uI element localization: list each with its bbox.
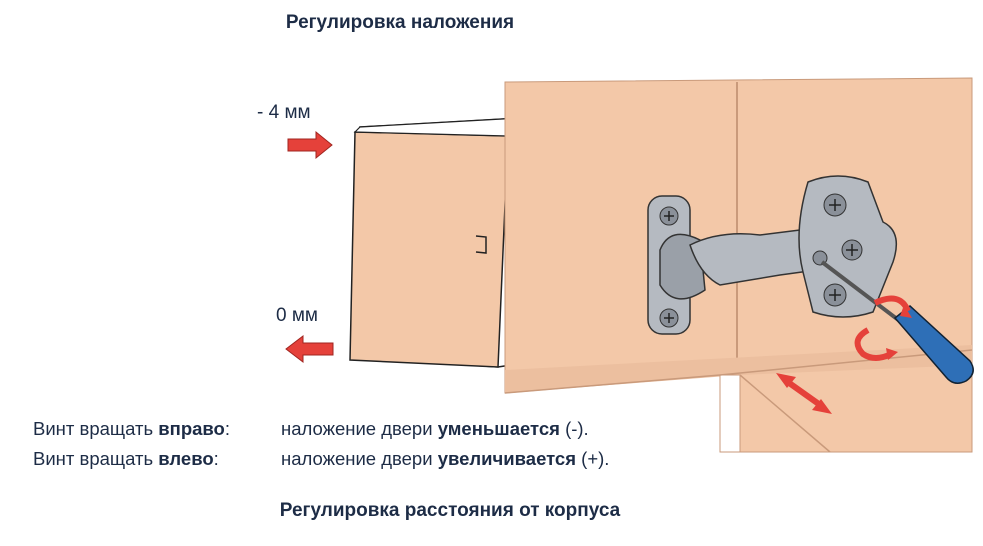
instruction-prefix: Винт вращать: [33, 448, 159, 469]
double-arrow-icon: [776, 373, 832, 414]
instruction-suffix: (-).: [559, 418, 589, 439]
instruction-separator: :: [224, 418, 230, 439]
instruction-prefix: Винт вращать: [33, 418, 159, 439]
arrow-left-icon: [285, 334, 334, 364]
hinge-icon: [647, 175, 898, 335]
instruction-direction: влево: [158, 448, 214, 469]
section-title-distance: Регулировка расстояния от корпуса: [279, 500, 621, 521]
instruction-effect: уменьшается: [437, 418, 560, 439]
instruction-text: наложение двери: [281, 448, 438, 469]
instruction-left: Винт вращать влево: наложение двери увели…: [33, 448, 609, 470]
instruction-right: Винт вращать вправо: наложение двери умен…: [33, 418, 589, 440]
rotate-arrows-icon: [854, 295, 912, 361]
instruction-separator: :: [213, 448, 219, 469]
screwdriver-icon: [820, 260, 974, 384]
instruction-effect: увеличивается: [437, 448, 577, 469]
instruction-suffix: (+).: [576, 448, 610, 469]
label-0mm: 0 мм: [276, 305, 318, 326]
instruction-direction: вправо: [158, 418, 225, 439]
instruction-text: наложение двери: [281, 418, 438, 439]
label-minus-4mm: - 4 мм: [257, 102, 311, 123]
arrow-right-icon: [287, 130, 333, 160]
page-title: Регулировка наложения: [285, 12, 515, 33]
